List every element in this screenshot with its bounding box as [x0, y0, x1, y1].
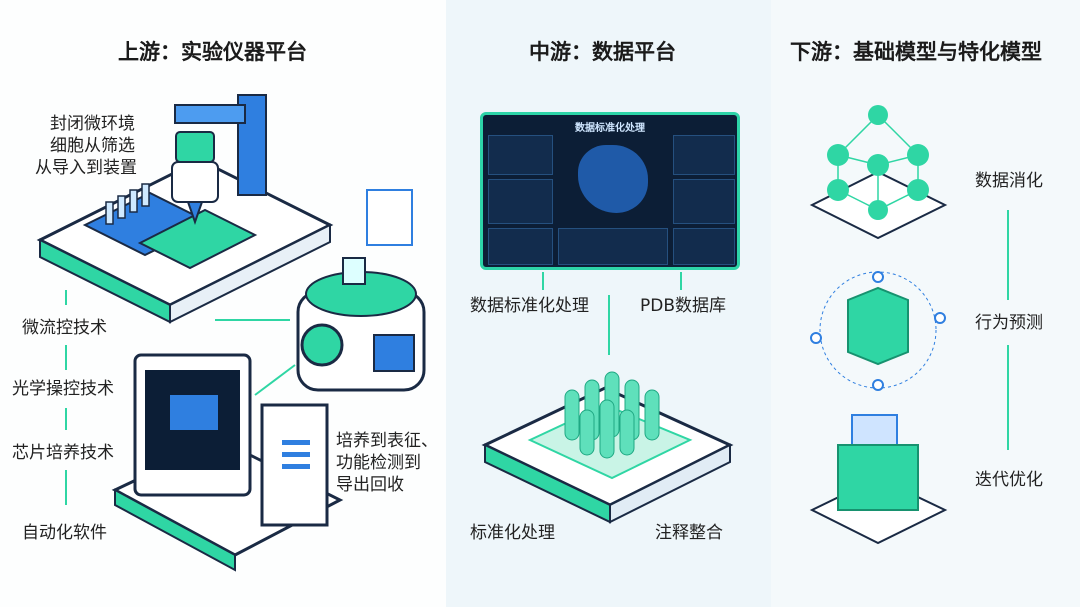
note-line: 细胞从筛选 — [50, 136, 135, 156]
neural-network-icon — [809, 105, 948, 240]
dashboard-card — [488, 135, 553, 175]
prediction-cube-icon — [810, 271, 946, 391]
note-line: 封闭微环境 — [50, 114, 135, 134]
step-optical-control: 光学操控技术 — [12, 379, 114, 399]
downstream-title: 下游：基础模型与特化模型 — [790, 40, 1042, 64]
upstream-side-note: 培养到表征、 功能检测到 导出回收 — [336, 430, 438, 496]
step-microfluidics: 微流控技术 — [22, 318, 107, 338]
data-dashboard: 数据标准化处理 — [480, 112, 740, 270]
label-behavior-prediction: 行为预测 — [975, 313, 1043, 333]
dashboard-card — [673, 135, 735, 175]
step-chip-culture: 芯片培养技术 — [12, 443, 114, 463]
note-line: 从导入到装置 — [35, 158, 137, 178]
label-data-digestion: 数据消化 — [975, 171, 1043, 191]
dashboard-card — [673, 228, 735, 265]
incubator-illustration — [296, 257, 426, 392]
dashboard-card — [673, 179, 735, 224]
dashboard-card — [558, 228, 668, 265]
upstream-top-note: 封闭微环境 细胞从筛选 从导入到装置 — [35, 113, 137, 179]
note-line: 功能检测到 — [336, 453, 421, 473]
dashboard-card — [488, 179, 553, 224]
note-line: 导出回收 — [336, 475, 404, 495]
dashboard-card — [488, 228, 553, 265]
computer-illustration — [111, 189, 413, 572]
label-data-standardization: 数据标准化处理 — [470, 296, 589, 316]
label-iterative-optimization: 迭代优化 — [975, 470, 1043, 490]
lab-platform-illustration — [36, 94, 334, 324]
note-line: 培养到表征、 — [336, 431, 438, 451]
dashboard-title: 数据标准化处理 — [575, 123, 645, 134]
upstream-title: 上游：实验仪器平台 — [118, 40, 307, 64]
iteration-box-icon — [809, 414, 948, 545]
data-cylinders-illustration — [481, 371, 734, 524]
label-annotation-integration: 注释整合 — [655, 523, 723, 543]
label-pdb-database: PDB数据库 — [640, 296, 727, 316]
flow-arrows — [65, 210, 1009, 505]
midstream-title: 中游：数据平台 — [529, 40, 676, 64]
step-automation-software: 自动化软件 — [22, 523, 107, 543]
dashboard-map — [578, 145, 648, 213]
label-standardization: 标准化处理 — [470, 523, 555, 543]
